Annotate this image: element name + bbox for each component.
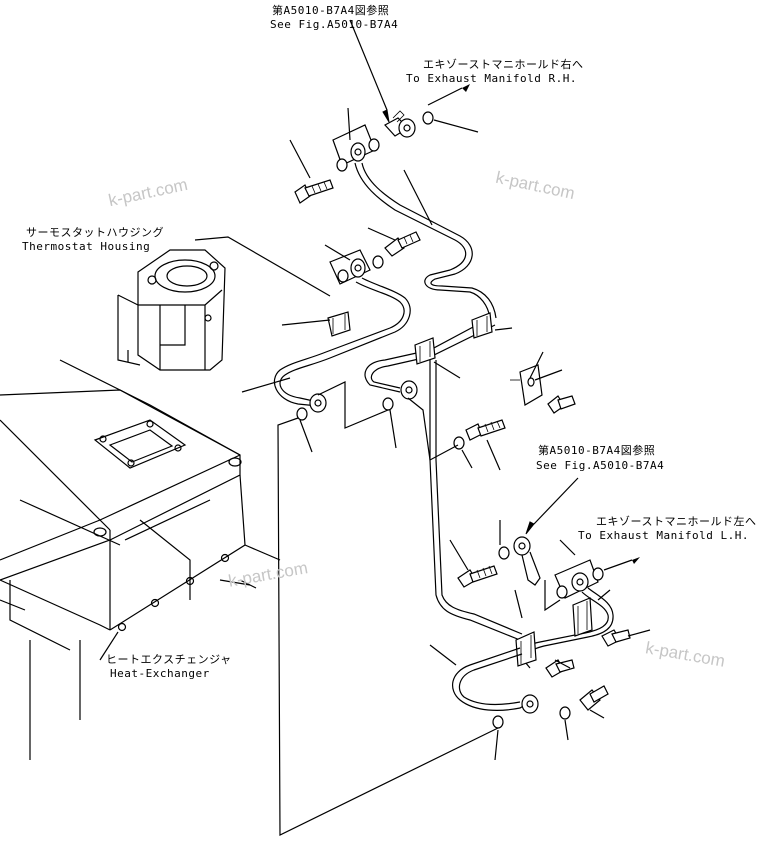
heat-exchanger-jp-label: ヒートエクスチェンジャ	[106, 653, 232, 666]
leader-lines	[194, 19, 651, 836]
upper-tube	[294, 110, 497, 319]
middle-tube	[274, 231, 421, 421]
exhaust-lh-jp-label: エキゾーストマニホールド左へ	[596, 515, 757, 528]
exhaust-lh-en-label: To Exhaust Manifold L.H.	[578, 529, 749, 542]
thermostat-jp-label: サーモスタットハウジング	[26, 226, 164, 239]
ref-mid-jp-label: 第A5010-B7A4図参照	[538, 444, 656, 457]
exhaust-rh-en-label: To Exhaust Manifold R.H.	[406, 72, 577, 85]
heat-exchanger-en-label: Heat-Exchanger	[110, 667, 210, 680]
centre-tube	[364, 312, 576, 641]
exhaust-rh-jp-label: エキゾーストマニホールド右へ	[423, 58, 584, 71]
heat-exchanger	[0, 359, 281, 760]
ref-top-en-label: See Fig.A5010-B7A4	[270, 18, 399, 31]
ref-top-jp-label: 第A5010-B7A4図参照	[272, 4, 390, 17]
heat-exchanger-leader	[99, 631, 119, 661]
ref-mid-en-label: See Fig.A5010-B7A4	[536, 459, 665, 472]
thermostat-housing	[117, 249, 226, 371]
lower-tube	[452, 536, 631, 729]
thermostat-en-label: Thermostat Housing	[22, 240, 151, 253]
